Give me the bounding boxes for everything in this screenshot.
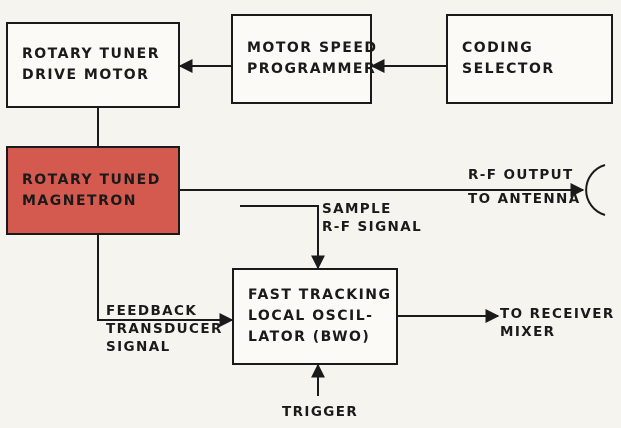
trigger-label: TRIGGER bbox=[282, 404, 359, 420]
receiver-line1: TO RECEIVER bbox=[500, 306, 615, 322]
feedback-line1: FEEDBACK bbox=[106, 303, 198, 319]
antenna-icon bbox=[585, 164, 606, 216]
feedback-line3: SIGNAL bbox=[106, 339, 171, 355]
receiver-mixer-label: TO RECEIVER MIXER bbox=[500, 305, 615, 341]
sample-rf-signal-label: SAMPLE R-F SIGNAL bbox=[322, 200, 422, 236]
rf-output-line1: R-F OUTPUT bbox=[468, 167, 574, 183]
magnetron-line1: ROTARY TUNED bbox=[22, 171, 161, 188]
coding-selector-block: CODING SELECTOR bbox=[446, 14, 613, 104]
rotary-tuner-drive-motor-block: ROTARY TUNER DRIVE MOTOR bbox=[6, 22, 180, 108]
speed-programmer-line2: PROGRAMMER bbox=[247, 61, 377, 77]
rotary-tuned-magnetron-block: ROTARY TUNED MAGNETRON bbox=[6, 146, 180, 235]
sample-line2: R-F SIGNAL bbox=[322, 219, 423, 235]
oscillator-line3: LATOR (BWO) bbox=[248, 329, 371, 345]
coding-selector-line1: CODING bbox=[462, 40, 534, 56]
coding-selector-line2: SELECTOR bbox=[462, 61, 555, 77]
drive-motor-line1: ROTARY TUNER bbox=[22, 46, 160, 62]
fast-tracking-oscillator-block: FAST TRACKING LOCAL OSCIL- LATOR (BWO) bbox=[232, 268, 398, 365]
feedback-line2: TRANSDUCER bbox=[106, 321, 223, 337]
oscillator-line1: FAST TRACKING bbox=[248, 287, 392, 303]
rf-output-label: R-F OUTPUT TO ANTENNA bbox=[468, 163, 581, 211]
feedback-transducer-label: FEEDBACK TRANSDUCER SIGNAL bbox=[106, 302, 223, 356]
receiver-line2: MIXER bbox=[500, 324, 556, 340]
motor-speed-programmer-block: MOTOR SPEED PROGRAMMER bbox=[231, 14, 378, 104]
oscillator-line2: LOCAL OSCIL- bbox=[248, 308, 374, 324]
drive-motor-line2: DRIVE MOTOR bbox=[22, 67, 150, 83]
magnetron-line2: MAGNETRON bbox=[22, 192, 137, 209]
rf-output-line2: TO ANTENNA bbox=[468, 191, 581, 207]
speed-programmer-line1: MOTOR SPEED bbox=[247, 40, 378, 56]
feedback-signal-arrow bbox=[97, 235, 234, 327]
sample-line1: SAMPLE bbox=[322, 201, 392, 217]
sample-signal-arrow bbox=[240, 205, 325, 270]
